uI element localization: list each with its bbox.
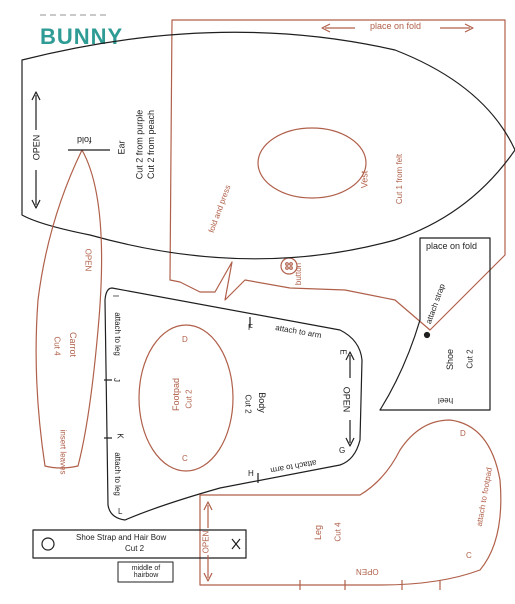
ear-name-label: Ear: [116, 140, 127, 155]
vest-place-on-fold-label: place on fold: [370, 21, 422, 31]
ear-fold-label: fold: [77, 135, 92, 145]
body-open-arrowhead-down: [345, 437, 355, 447]
footpad-name-label: Footpad: [171, 377, 182, 412]
strap-name-label: Shoe Strap and Hair Bow: [76, 533, 167, 542]
fold-arrowhead-left: [321, 23, 331, 33]
marker-e: E: [338, 349, 348, 355]
shoe-place-on-fold-label: place on fold: [426, 241, 478, 251]
footpad-marker-c: C: [182, 454, 188, 463]
button-hole-2: [289, 262, 293, 266]
button-label: button: [294, 262, 304, 286]
strap-cut-label: Cut 2: [125, 544, 145, 553]
vest-name-label: Vest: [359, 170, 370, 189]
strap-cross-icon-b: [231, 538, 241, 550]
vest-outline: [169, 19, 506, 331]
body-outline: [104, 287, 363, 521]
leg-open-left-label: OPEN: [201, 530, 211, 554]
marker-l: L: [118, 507, 123, 516]
leg-name-label: Leg: [313, 524, 324, 541]
body-open-arrowhead-up: [345, 351, 355, 361]
vest-cut-label: Cut 1 from felt: [395, 153, 405, 205]
leg-marker-c: C: [466, 551, 472, 560]
title-dash-decoration: [40, 14, 106, 16]
leg-open-arrowhead-down: [203, 572, 213, 582]
middle-of-hairbow-label: middle of hairbow: [131, 565, 161, 580]
carrot-cut-label: Cut 4: [52, 336, 62, 356]
footpad-outline: [138, 324, 234, 472]
marker-g: G: [339, 446, 346, 455]
vest-armhole: [257, 127, 367, 199]
attach-to-leg-label-1: attach to leg: [112, 312, 122, 356]
marker-h: H: [248, 469, 254, 478]
leg-open-arrowhead-up: [203, 501, 213, 511]
button-hole-1: [285, 262, 289, 266]
leg-open-bottom-label: OPEN: [356, 567, 379, 576]
leg-outline: [199, 419, 502, 586]
attach-to-leg-label-2: attach to leg: [112, 452, 122, 496]
ear-open-label: OPEN: [31, 134, 42, 161]
shoe-cut-label: Cut 2: [465, 349, 475, 369]
strap-face-icon: [41, 537, 55, 551]
button-hole-4: [289, 266, 293, 270]
ear-open-arrowhead-down: [31, 199, 41, 209]
button-hole-3: [285, 266, 289, 270]
ear-cut-peach-label: Cut 2 from peach: [146, 109, 157, 180]
heel-label: heel: [438, 396, 454, 405]
marker-k: K: [115, 433, 125, 439]
marker-j: J: [112, 378, 121, 382]
carrot-open-label: OPEN: [83, 248, 93, 272]
ear-open-arrowhead-up: [31, 91, 41, 101]
marker-i: I: [111, 294, 121, 298]
leg-marker-d: D: [460, 429, 466, 438]
ear-outline: [21, 31, 515, 260]
ear-cut-purple-label: Cut 2 from purple: [134, 109, 145, 180]
footpad-marker-d: D: [182, 335, 188, 344]
shoe-name-label: Shoe: [445, 348, 456, 371]
attach-strap-dot: [423, 331, 431, 339]
leg-cut-label: Cut 4: [333, 522, 343, 542]
carrot-outline: [35, 149, 103, 469]
fold-arrowhead-right: [464, 23, 474, 33]
shoe-outline: [379, 237, 491, 411]
footpad-cut-label: Cut 2: [184, 389, 194, 409]
body-open-label: OPEN: [341, 386, 352, 413]
body-name-label: Body: [256, 392, 267, 413]
body-cut-label: Cut 2: [243, 394, 253, 414]
pattern-title: BUNNY: [40, 24, 124, 49]
strap-outline: [32, 529, 247, 559]
hairbow-middle-box: [117, 561, 174, 583]
carrot-name-label: Carrot: [68, 331, 79, 358]
insert-leaves-label: insert leaves: [58, 429, 68, 475]
marker-f: F: [248, 323, 253, 332]
